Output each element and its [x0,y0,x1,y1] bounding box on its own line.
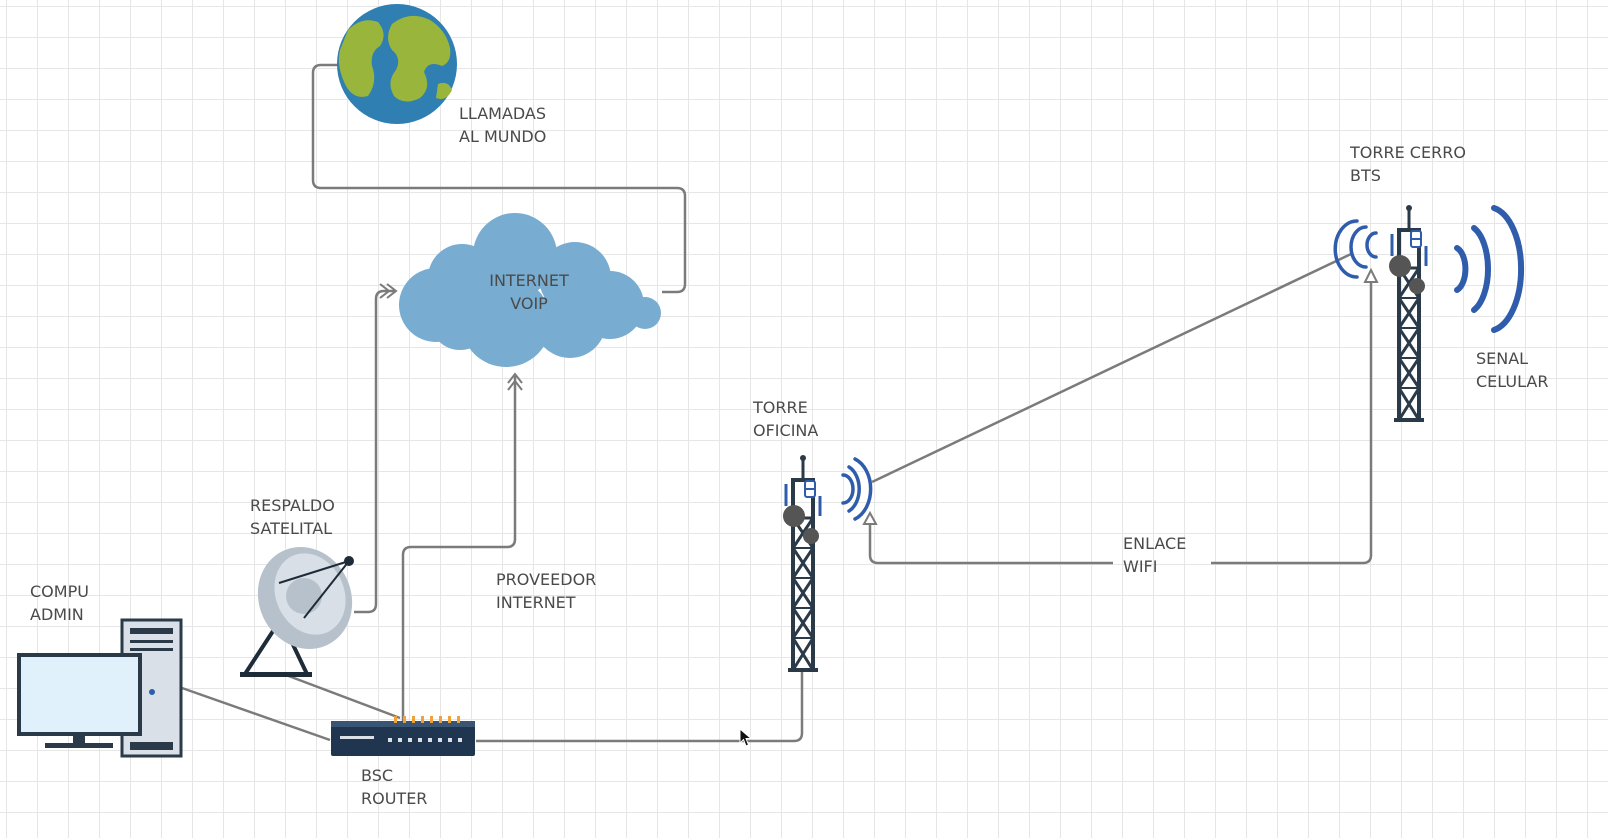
cell-tower-cerro-icon [1387,203,1428,424]
arrowhead-hollow-torre-cerro [1363,267,1379,283]
arrowhead-hollow-torre-oficina [862,510,878,525]
connector-satellite-to-router [285,673,401,720]
connector-router-to-torre-oficina [476,670,804,743]
router-icon [331,716,475,756]
connector-computer-to-router [181,686,331,742]
connector-cloud-to-globe [311,63,687,294]
signal-waves-oficina-icon [841,457,873,521]
signal-waves-celular-icon [1454,205,1525,333]
connector-router-to-cloud [401,376,517,722]
arrowhead-double-up [507,372,523,391]
connector-satellite-to-cloud [354,289,396,614]
cloud-icon [399,213,661,367]
connector-torre-oficina-to-torre-cerro [871,252,1352,484]
signal-waves-cerro-left-icon [1333,219,1378,279]
arrowhead-double-right [379,283,398,299]
connector-enlace-wifi-left [868,522,1113,565]
computer-icon [17,618,183,758]
mouse-cursor-icon [739,728,753,747]
satellite-dish-icon [240,547,354,677]
globe-icon [337,4,457,124]
connector-enlace-wifi-right [1211,281,1373,565]
cell-tower-oficina-icon [781,453,822,674]
